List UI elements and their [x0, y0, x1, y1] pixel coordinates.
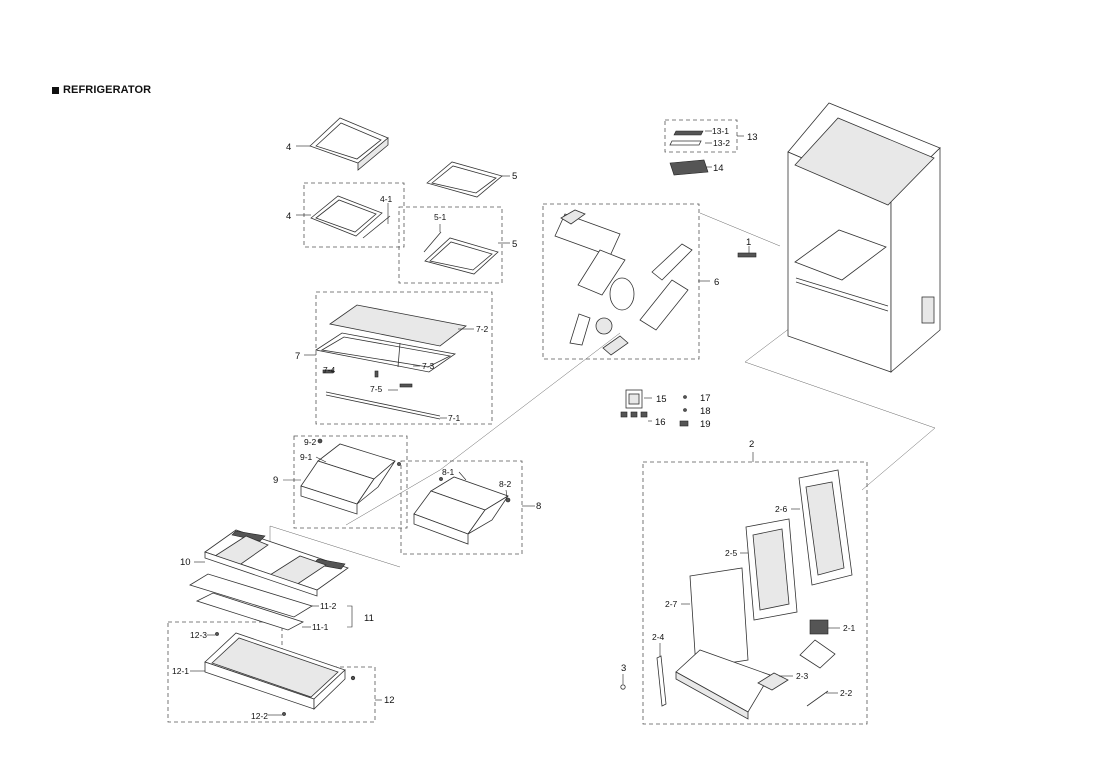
- label-2-4: 2-4: [652, 632, 665, 642]
- label-8: 8: [536, 501, 541, 512]
- page-header: REFRIGERATOR: [52, 84, 151, 96]
- label-2: 2: [749, 439, 754, 450]
- label-6: 6: [714, 277, 719, 288]
- label-7-5: 7-5: [370, 384, 383, 394]
- part-cover-10-11: [189, 529, 353, 631]
- label-leaders: [207, 224, 840, 716]
- label-13-2: 13-2: [713, 138, 730, 148]
- label-13-1: 13-1: [712, 126, 729, 136]
- label-12-2: 12-2: [251, 711, 268, 721]
- label-1: 1: [746, 237, 751, 248]
- label-7-2: 7-2: [476, 324, 489, 334]
- part-shelf-4-boxed: [296, 195, 391, 239]
- part-shelf-5-boxed: [423, 231, 510, 275]
- label-12-1: 12-1: [172, 666, 189, 676]
- label-8-1: 8-1: [442, 467, 455, 477]
- label-2-5: 2-5: [725, 548, 738, 558]
- label-5-top: 5: [512, 171, 517, 182]
- assembly-guide-lines: [269, 212, 936, 568]
- label-11-1: 11-1: [312, 622, 329, 632]
- label-9-1: 9-1: [300, 452, 313, 462]
- label-2-3: 2-3: [796, 671, 809, 681]
- label-19: 19: [700, 419, 711, 430]
- label-4-boxed: 4: [286, 211, 291, 222]
- label-2-1: 2-1: [843, 623, 856, 633]
- part-small-15-19: [620, 389, 689, 427]
- label-3: 3: [621, 663, 626, 674]
- label-15: 15: [656, 394, 667, 405]
- group-boxes: [167, 119, 868, 725]
- label-17: 17: [700, 393, 711, 404]
- label-16: 16: [655, 417, 666, 428]
- label-2-2: 2-2: [840, 688, 853, 698]
- part-cabinet-body: [737, 102, 941, 373]
- part-shelf-5-top: [426, 161, 510, 198]
- part-13-14: [669, 130, 744, 176]
- label-7-3: 7-3: [422, 361, 435, 371]
- label-2-7: 2-7: [665, 599, 678, 609]
- label-4-1: 4-1: [380, 194, 393, 204]
- label-9-2: 9-2: [304, 437, 317, 447]
- label-18: 18: [700, 406, 711, 417]
- part-drawer-8: [413, 476, 535, 545]
- part-drawer-12: [190, 632, 382, 716]
- label-7: 7: [295, 351, 300, 362]
- label-12-3: 12-3: [190, 630, 207, 640]
- label-5-boxed: 5: [512, 239, 517, 250]
- label-9: 9: [273, 475, 278, 486]
- label-4-top: 4: [286, 142, 291, 153]
- label-8-2: 8-2: [499, 479, 512, 489]
- label-13: 13: [747, 132, 758, 143]
- label-7-4: 7-4: [323, 365, 336, 375]
- part-shelf-4-top: [296, 117, 389, 171]
- part-crisper-cover-7: [304, 304, 474, 420]
- page-title: REFRIGERATOR: [63, 84, 152, 96]
- label-11-2: 11-2: [320, 601, 337, 611]
- callout-labels: 4 4 4-1 5 5 5-1 6 7 7-1 7-2 7-3 7-4 7-5 …: [172, 126, 856, 721]
- label-10: 10: [180, 557, 191, 568]
- black-square-icon: [52, 86, 59, 94]
- label-7-1: 7-1: [448, 413, 461, 423]
- part-drawer-9: [283, 438, 401, 515]
- label-2-6: 2-6: [775, 504, 788, 514]
- label-12: 12: [384, 695, 395, 706]
- part-duct-assembly-2: [620, 452, 853, 720]
- part-assembly-6: [554, 209, 710, 356]
- label-11: 11: [364, 613, 374, 624]
- label-5-1: 5-1: [434, 212, 447, 222]
- label-14: 14: [713, 163, 724, 174]
